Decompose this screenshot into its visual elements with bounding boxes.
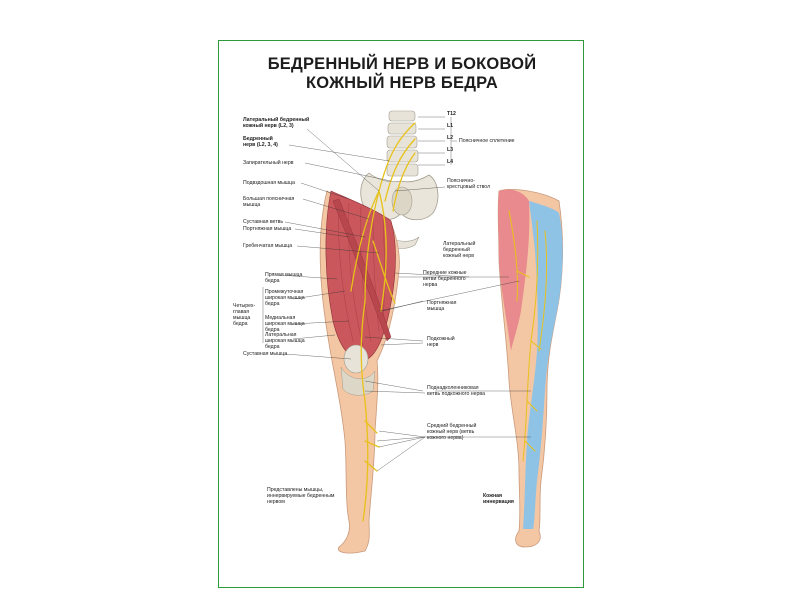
label-vastus-lateralis: Латеральная широкая мышца бедра <box>265 332 305 350</box>
title-line-2: КОЖНЫЙ НЕРВ БЕДРА <box>305 74 499 92</box>
label-saphenous: Подкожный нерв <box>427 336 455 348</box>
left-nerves <box>350 122 416 522</box>
skin-zone-blue <box>523 201 563 529</box>
anatomy-poster: БЕДРЕННЫЙ НЕРВ И БОКОВОЙ КОЖНЫЙ НЕРВ БЕД… <box>218 40 584 588</box>
spine-vertebrae <box>386 110 419 177</box>
anatomy-illustration <box>262 110 563 554</box>
label-psoas-major: Большая поясничная мышца <box>243 196 295 208</box>
label-lumbar-plexus: Поясничное сплетение <box>459 138 515 144</box>
center-leader-lines <box>364 116 531 472</box>
right-nerves <box>508 210 548 462</box>
skin-zone-red <box>498 189 530 351</box>
label-rectus-femoris: Прямая мышца бедра <box>265 272 303 284</box>
label-t12: T12 <box>447 111 456 117</box>
label-sartorius: Портняжная мышца <box>243 226 292 232</box>
note-cutaneous-innervation: Кожная иннервация <box>483 493 514 505</box>
label-l3: L3 <box>447 147 454 153</box>
label-vastus-medialis: Медиальная широкая мышца бедра <box>265 315 305 333</box>
label-sartorius-right: Портняжная мышца <box>427 300 457 312</box>
title-line-1: БЕДРЕННЫЙ НЕРВ И БОКОВОЙ <box>267 55 537 73</box>
sartorius-band <box>332 198 392 342</box>
label-pectineus: Гребенчатая мышца <box>243 243 293 249</box>
label-lateral-cutaneous: Латеральный бедренный кожный нерв (L2, 3… <box>243 117 310 129</box>
label-articular-branch: Суставная ветвь <box>243 219 284 225</box>
left-leader-lines <box>262 128 392 360</box>
label-articular-muscle: Суставная мышца <box>243 351 288 357</box>
label-femoral-nerve: Бедренный нерв (L2, 3, 4) <box>243 136 278 148</box>
label-iliacus: Подвздошная мышца <box>243 180 295 186</box>
label-l1: L1 <box>447 123 454 129</box>
label-vastus-intermedius: Промежуточная широкая мышца бедра <box>265 289 305 307</box>
label-intermediate-cutaneous: Средний бедренный кожный нерв (ветвь кож… <box>427 423 477 441</box>
label-obturator-nerve: Запирательный нерв <box>243 160 294 166</box>
label-l4: L4 <box>447 159 454 165</box>
label-quadriceps: Четырех- главая мышца бедра <box>233 303 256 327</box>
patella <box>343 344 369 374</box>
label-lumbosacral-trunk: Пояснично- крестцовый ствол <box>447 178 491 190</box>
label-infrapatellar: Поднадколенниковая ветвь подкожного нерв… <box>427 385 485 397</box>
note-muscles: Представлены мышцы, иннервируемые бедрен… <box>267 487 335 505</box>
label-lateral-cutaneous-right: Латеральный бедренный кожный нерв <box>443 241 476 259</box>
thigh-muscles <box>325 190 396 362</box>
knee-joint <box>340 366 376 396</box>
label-l2: L2 <box>447 135 454 141</box>
label-anterior-cutaneous: Передние кожные ветви бедренного нерва <box>423 270 467 288</box>
poster-title: БЕДРЕННЫЙ НЕРВ И БОКОВОЙ КОЖНЫЙ НЕРВ БЕД… <box>219 55 585 93</box>
